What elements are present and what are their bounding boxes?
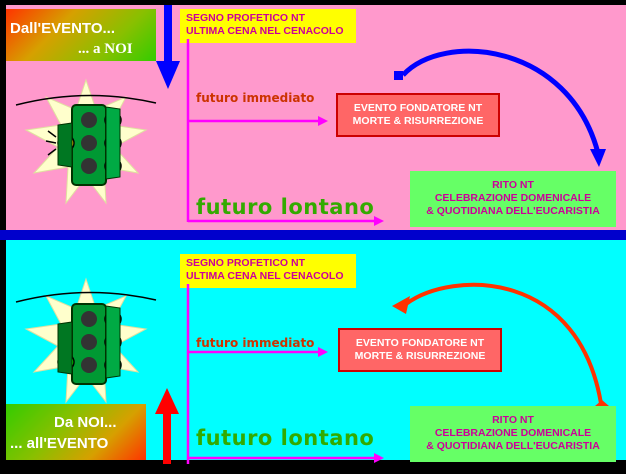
bottom-rite-line2: CELEBRAZIONE DOMENICALE [434,427,592,439]
top-rite-line3: & QUOTIDIANA DELL'EUCARISTIA [426,205,600,217]
bottom-panel: SEGNO PROFETICO NT ULTIMA CENA NEL CENAC… [6,240,626,464]
down-arrow-icon [156,5,180,89]
bottom-title-line2: ... all'EVENTO [10,435,109,452]
top-panel: Dall'EVENTO... ... a NOI SEGNO PROFETICO… [6,5,626,230]
traffic-light-icon [15,78,157,205]
bottom-prophetic-sign-box: SEGNO PROFETICO NT ULTIMA CENA NEL CENAC… [180,254,356,288]
top-rite-line1: RITO NT [492,179,534,191]
bottom-rite-line1: RITO NT [492,414,534,426]
bottom-rite-box: RITO NT CELEBRAZIONE DOMENICALE & QUOTID… [410,406,616,462]
bottom-prophetic-line2: ULTIMA CENA NEL CENACOLO [186,270,344,282]
top-event-line1: EVENTO FONDATORE NT [353,102,483,114]
bottom-founding-event-box: EVENTO FONDATORE NT MORTE & RISURREZIONE [338,328,502,372]
top-title-line2: ... a NOI [78,41,133,57]
panel-divider [0,230,626,240]
bottom-near-future-label: futuro immediato [196,336,315,350]
top-prophetic-line1: SEGNO PROFETICO NT [186,12,306,24]
top-prophetic-sign-box: SEGNO PROFETICO NT ULTIMA CENA NEL CENAC… [180,9,356,43]
bottom-title-box: Da NOI... ... all'EVENTO [6,404,146,460]
top-border [0,0,626,5]
traffic-light-icon [15,277,157,404]
top-connector-lines [186,39,384,226]
bottom-curved-arrow-icon [392,282,609,414]
bottom-title-line1: Da NOI... [54,414,117,431]
top-rite-line2: CELEBRAZIONE DOMENICALE [434,192,592,204]
top-title-box: Dall'EVENTO... ... a NOI [6,9,156,61]
bottom-event-line1: EVENTO FONDATORE NT [355,337,485,349]
up-arrow-icon [155,388,179,464]
bottom-rite-line3: & QUOTIDIANA DELL'EUCARISTIA [426,440,600,452]
bottom-connector-lines [186,284,384,464]
top-curved-arrow-icon [394,48,606,167]
top-near-future-label: futuro immediato [196,91,315,105]
top-prophetic-line2: ULTIMA CENA NEL CENACOLO [186,25,344,37]
top-rite-box: RITO NT CELEBRAZIONE DOMENICALE & QUOTID… [410,171,616,227]
top-far-future-label: futuro lontano [196,195,375,219]
bottom-prophetic-line1: SEGNO PROFETICO NT [186,257,306,269]
top-founding-event-box: EVENTO FONDATORE NT MORTE & RISURREZIONE [336,93,500,137]
bottom-event-line2: MORTE & RISURREZIONE [354,350,486,362]
bottom-far-future-label: futuro lontano [196,426,375,450]
top-event-line2: MORTE & RISURREZIONE [352,115,484,127]
top-title-line1: Dall'EVENTO... [10,20,115,37]
